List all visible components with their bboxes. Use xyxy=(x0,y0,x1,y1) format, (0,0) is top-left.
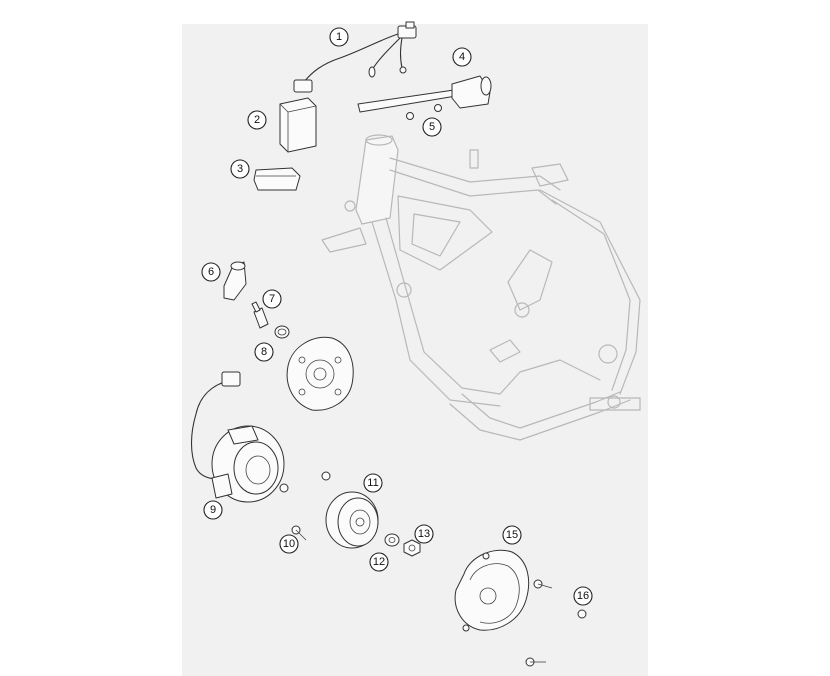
screw-upper-11 xyxy=(321,471,331,481)
svg-text:10: 10 xyxy=(283,538,295,550)
flywheel-rotor-part xyxy=(325,491,379,549)
svg-text:8: 8 xyxy=(261,346,267,358)
spark-plug-part xyxy=(251,301,269,329)
svg-text:11: 11 xyxy=(367,477,378,489)
wiring-harness-part xyxy=(293,21,417,93)
callout-16: 16 xyxy=(573,586,593,606)
ignition-coil-part xyxy=(357,75,492,113)
screw-part-10 xyxy=(291,525,307,541)
callout-8: 8 xyxy=(254,342,274,362)
callout-4: 4 xyxy=(452,47,472,67)
callout-2: 2 xyxy=(247,110,267,130)
washer-part xyxy=(384,533,400,547)
svg-text:6: 6 xyxy=(208,266,214,278)
svg-text:7: 7 xyxy=(269,293,275,305)
svg-text:12: 12 xyxy=(373,556,385,568)
callout-7: 7 xyxy=(262,289,282,309)
svg-text:16: 16 xyxy=(577,590,589,602)
svg-text:15: 15 xyxy=(506,529,518,541)
svg-text:1: 1 xyxy=(336,31,342,43)
callout-9: 9 xyxy=(203,500,223,520)
callout-15: 15 xyxy=(502,525,522,545)
callout-12: 12 xyxy=(369,552,389,572)
screws-part-5 xyxy=(406,104,442,120)
ignition-cover-part xyxy=(454,549,530,632)
nut-part xyxy=(403,539,421,557)
callout-3: 3 xyxy=(230,159,250,179)
cylinder-head-drawing xyxy=(286,336,354,411)
stator-part xyxy=(190,371,289,503)
svg-text:5: 5 xyxy=(429,121,435,133)
spark-plug-cap-part xyxy=(223,261,247,301)
svg-text:13: 13 xyxy=(418,528,430,540)
callout-6: 6 xyxy=(201,262,221,282)
callout-5: 5 xyxy=(422,117,442,137)
svg-text:9: 9 xyxy=(210,504,216,516)
seal-ring-part xyxy=(274,325,290,339)
cdi-unit-part xyxy=(279,97,317,153)
svg-text:2: 2 xyxy=(254,114,260,126)
frame-drawing xyxy=(321,134,641,441)
rubber-mount-part xyxy=(253,167,301,191)
callout-1: 1 xyxy=(329,27,349,47)
screws-part-16 xyxy=(525,579,587,667)
callout-11: 11 xyxy=(363,473,383,493)
svg-text:4: 4 xyxy=(459,51,465,63)
callout-10: 10 xyxy=(279,534,299,554)
svg-text:3: 3 xyxy=(237,163,243,175)
callout-13: 13 xyxy=(414,524,434,544)
